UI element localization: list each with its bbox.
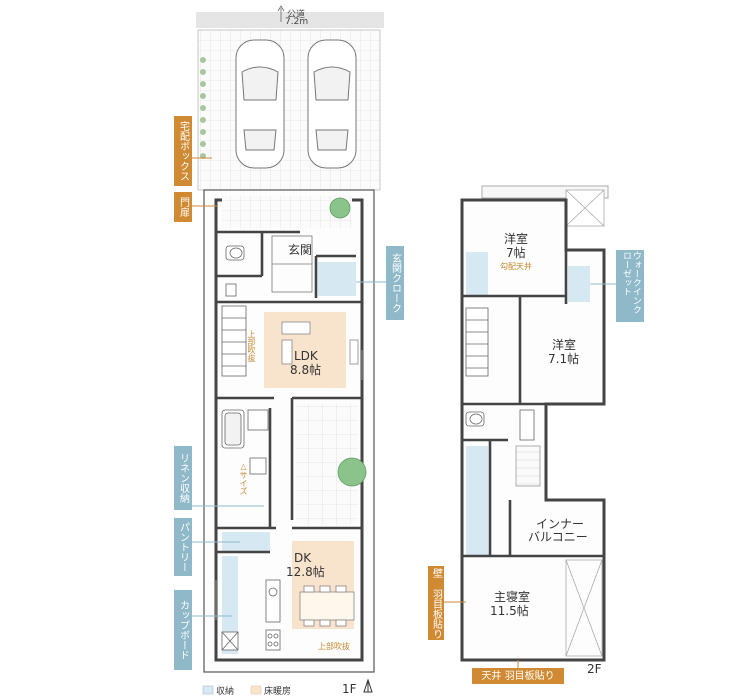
note-slope-ceiling: 勾配天井 (500, 262, 532, 271)
room-dk-name: DK (294, 551, 312, 565)
tag-delivery-box: 宅配ボックス (174, 116, 192, 186)
room-master-name: 主寝室 (494, 590, 531, 604)
note-upper-open-2: 上部吹抜 (318, 642, 350, 651)
room-western2-name: 洋室 (552, 338, 577, 352)
floor2-plan (460, 185, 609, 662)
room-inner-balcony-2: バルコニー (528, 530, 588, 544)
room-western2-size: 7.1帖 (548, 352, 580, 366)
floor1-plan (197, 29, 381, 673)
room-dk-size: 12.8帖 (286, 565, 325, 579)
room-western1-size: 7帖 (506, 246, 526, 260)
note-size: △サイズ (239, 462, 248, 495)
tag-walkin-closet: ウォークインクローゼット (616, 250, 644, 322)
room-inner-balcony-1: インナー (536, 517, 585, 531)
north-arrow-icon (363, 678, 373, 693)
tag-ceiling-finish: 天井 羽目板貼り (472, 668, 564, 684)
legend-swatches (202, 685, 262, 695)
room-entrance: 玄関 (288, 243, 313, 257)
public-road (196, 5, 384, 28)
floor2-label: 2F (587, 662, 602, 676)
legend-storage: 収納 (216, 687, 235, 697)
road-label: 公道 (287, 10, 306, 20)
note-upper-open-1: 上部吹抜 (247, 330, 256, 362)
room-ldk-name: LDK (294, 349, 318, 363)
road-width: 7.2m (285, 17, 309, 27)
floor1-label: 1F (342, 682, 357, 696)
tag-gate: 門扉 (174, 192, 192, 222)
tag-cupboard: カップボード (174, 590, 192, 670)
tag-walkin-closet-text: ウォークインクローゼット (621, 251, 641, 314)
legend-floor-heating: 床暖房 (264, 687, 292, 697)
tag-wall-finish: 壁 羽目板貼り (428, 566, 444, 640)
car-1 (235, 39, 285, 169)
room-master-size: 11.5帖 (490, 604, 529, 618)
room-ldk-size: 8.8帖 (290, 363, 322, 377)
tag-pantry: パントリー (174, 518, 192, 576)
room-western1-name: 洋室 (504, 232, 529, 246)
car-2 (307, 39, 357, 169)
tag-shoe-closet: 玄関クローク (386, 246, 404, 320)
tag-linen: リネン収納 (174, 446, 192, 510)
